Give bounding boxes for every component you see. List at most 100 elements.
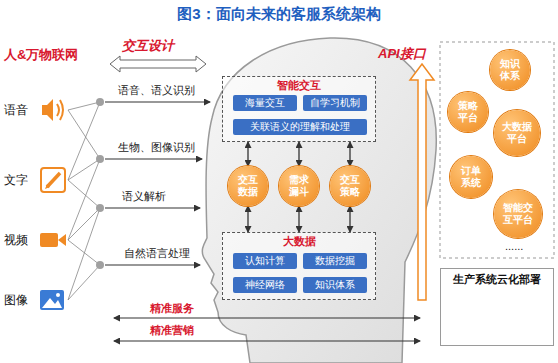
- flow-connector: [349, 142, 350, 166]
- function-box: 认知计算: [233, 253, 297, 269]
- more-label: ......: [505, 240, 523, 253]
- node-text-holder: 大数据: [223, 235, 375, 248]
- mesh-dots-part: [96, 155, 104, 163]
- deploy-box: 生产系统云化部署: [440, 268, 554, 346]
- mesh-wires-part: [68, 159, 100, 240]
- channel-label: 语音: [4, 103, 28, 117]
- mesh-wires-part: [68, 102, 100, 180]
- service-arrows-part: [114, 340, 420, 341]
- mesh-wires-part: [68, 110, 100, 159]
- node-text-holder: 海量交互: [245, 97, 285, 109]
- node-text: 需求漏斗: [289, 174, 309, 198]
- process-circle: 大数据平台: [494, 110, 540, 156]
- node-text: 智能交互: [277, 79, 321, 92]
- diagram-title: 图3：面向未来的客服系统架构: [0, 5, 558, 23]
- mesh-dots-part: [96, 98, 104, 106]
- process-circle: 知识体系: [490, 50, 530, 90]
- node-text: 关联语义的理解和处理: [250, 121, 350, 133]
- service-arrows-part: [114, 317, 420, 318]
- interaction-double-arrow: [110, 56, 206, 72]
- mesh-dots-part: [96, 204, 104, 212]
- service-label: 精准服务: [150, 302, 194, 315]
- node-text: 知识体系: [315, 279, 355, 291]
- node-text: 海量交互: [245, 97, 285, 109]
- process-label: 语义解析: [122, 190, 166, 203]
- mesh-dots-part: [96, 261, 104, 269]
- channel-label: 文字: [4, 173, 28, 187]
- function-box: 神经网络: [233, 277, 297, 293]
- speaker-icon: [42, 99, 63, 121]
- input-arrows: [105, 102, 210, 265]
- node-text: 自学习机制: [310, 97, 360, 109]
- node-text-holder: 生产系统云化部署: [441, 273, 553, 286]
- node-text-holder: 认知计算: [245, 255, 285, 267]
- node-text: 策略平台: [458, 100, 478, 124]
- platform-group-frame: [440, 42, 554, 258]
- process-circle: 订单系统: [450, 156, 492, 198]
- process-circle: 策略平台: [448, 92, 488, 132]
- node-text: 大数据: [283, 235, 316, 248]
- mesh-wires: [68, 102, 100, 300]
- mesh-wires-part: [68, 159, 100, 180]
- node-text-holder: 智能交互: [223, 79, 375, 92]
- node-text-holder: 自学习机制: [310, 97, 360, 109]
- function-box: 数据挖掘: [303, 253, 367, 269]
- video-icon-part: [40, 233, 58, 247]
- group-heading: 人&万物联网: [4, 47, 78, 63]
- image-icon-part: [56, 293, 60, 297]
- input-arrows-part: [105, 264, 200, 265]
- service-label: 精准营销: [150, 324, 194, 337]
- input-arrows-part: [105, 207, 200, 208]
- function-box: 自学习机制: [303, 95, 367, 111]
- speaker-icon-part: [42, 99, 53, 121]
- function-box: 关联语义的理解和处理: [233, 119, 367, 135]
- pencil-icon-part: [45, 184, 50, 189]
- image-icon-part: [40, 290, 64, 310]
- node-text: 大数据平台: [502, 121, 532, 145]
- node-text-holder: 神经网络: [245, 279, 285, 291]
- api-label: API接口: [378, 46, 426, 62]
- node-text-holder: 知识体系: [315, 279, 355, 291]
- node-text-holder: 数据挖掘: [315, 255, 355, 267]
- node-text: 交互策略: [340, 174, 360, 198]
- module-box: 大数据认知计算 数据挖掘神经网络 知识体系: [222, 232, 376, 300]
- node-text: 认知计算: [245, 255, 285, 267]
- channel-label: 图像: [4, 293, 28, 307]
- service-arrows: [114, 318, 420, 341]
- mesh-wires-part: [68, 208, 100, 240]
- node-text: 知识体系: [500, 58, 520, 82]
- pencil-icon-part: [41, 168, 65, 192]
- input-arrows-part: [105, 101, 210, 102]
- node-text-holder: 关联语义的理解和处理: [250, 121, 350, 133]
- mesh-dots: [96, 98, 104, 269]
- video-icon: [40, 233, 66, 247]
- function-box: 海量交互: [233, 95, 297, 111]
- process-label: 生物、图像识别: [118, 141, 195, 154]
- head-outline: [202, 38, 436, 363]
- design-label: 交互设计: [122, 38, 174, 54]
- process-circle: 需求漏斗: [279, 166, 319, 206]
- image-icon-part: [42, 298, 62, 308]
- mesh-wires-part: [68, 265, 100, 300]
- speaker-icon-part: [60, 100, 63, 120]
- flow-connector: [247, 142, 248, 166]
- channel-label: 视频: [4, 233, 28, 247]
- image-icon: [40, 290, 64, 310]
- module-box: 智能交互海量交互 自学习机制关联语义的理解和处理: [222, 76, 376, 142]
- flow-connector: [298, 206, 299, 232]
- input-arrows-part: [105, 158, 202, 159]
- node-text: 神经网络: [245, 279, 285, 291]
- flow-connector: [298, 142, 299, 166]
- process-label: 自然语言处理: [124, 247, 190, 260]
- process-label: 语音、语义识别: [118, 84, 195, 97]
- node-text: 订单系统: [461, 165, 481, 189]
- process-circle: 智能交互平台: [494, 190, 542, 238]
- mesh-wires-part: [68, 240, 100, 265]
- node-text: 智能交互平台: [503, 202, 533, 226]
- speaker-icon-part: [57, 104, 59, 116]
- node-text: 生产系统云化部署: [453, 273, 541, 286]
- mesh-wires-part: [68, 208, 100, 300]
- process-circle: 交互策略: [330, 166, 370, 206]
- process-circle: 交互数据: [228, 166, 268, 206]
